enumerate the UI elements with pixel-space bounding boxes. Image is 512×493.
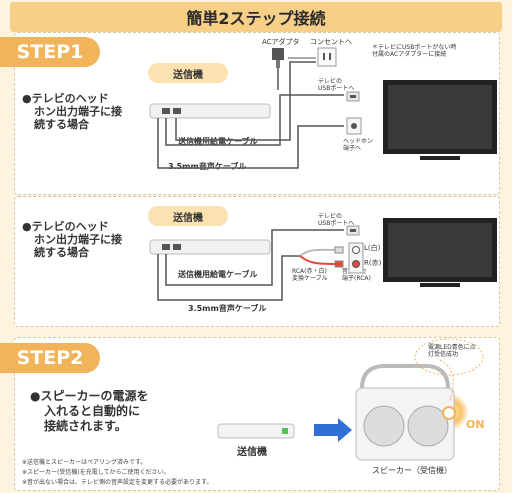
speaker-label: スピーカー（受信機） xyxy=(372,466,452,475)
outlet-label: コンセントへ xyxy=(310,38,352,46)
step1b-sender-pill: 送信機 xyxy=(148,206,228,226)
on-label: ON xyxy=(466,418,485,431)
l-white-label: L(白) xyxy=(364,244,381,252)
sender-device-3 xyxy=(217,423,295,439)
headphone-jack-1 xyxy=(346,117,362,135)
sender-device-2 xyxy=(149,239,271,255)
r-red-label: R(赤) xyxy=(364,259,382,267)
tv-2 xyxy=(383,218,497,287)
headphone-label: ヘッドホン端子へ xyxy=(343,138,374,152)
usb-port-1 xyxy=(346,91,360,102)
outlet-1 xyxy=(317,47,337,67)
step1b-audio-cable-label: 3.5mm音声ケーブル xyxy=(188,304,267,313)
speaker xyxy=(355,364,456,461)
usb-note: ＊テレビにUSBポートがない時付属のACアダプターに接続 xyxy=(372,44,457,58)
page-title: 簡単2ステップ接続 xyxy=(10,2,502,32)
step1-sender-pill: 送信機 xyxy=(148,63,228,83)
sender-label: 送信機 xyxy=(237,447,267,458)
step1-power-cable-label: 送信機用給電ケーブル xyxy=(178,137,258,146)
step1-badge: STEP1 xyxy=(0,37,100,67)
step1-audio-cable-label: 3.5mm音声ケーブル xyxy=(168,162,247,171)
step1b-power-cable-label: 送信機用給電ケーブル xyxy=(178,270,258,279)
notes: ※送信機とスピーカーはペアリング済みです。 ※スピーカー(受信機)を充電してから… xyxy=(22,459,213,486)
step1b-bullet: ●テレビのヘッド ホン出力端子に接 続する場合 xyxy=(22,220,122,259)
rca-jacks xyxy=(348,242,364,274)
sender-device-1 xyxy=(149,103,271,119)
ac-adapter-label: ACアダプタ xyxy=(262,38,300,46)
blue-arrow xyxy=(314,418,352,442)
step2-bullet: ●スピーカーの電源を 入れると自動的に 接続されます。 xyxy=(30,389,149,433)
rca-cable-label: RCA(赤・白)変換ケーブル xyxy=(292,268,328,282)
usb-port-2 xyxy=(346,225,360,236)
step2-badge: STEP2 xyxy=(0,343,100,373)
step1-bullet: ●テレビのヘッド ホン出力端子に接 続する場合 xyxy=(22,92,122,131)
ac-adapter-1 xyxy=(272,48,284,68)
tv-1 xyxy=(383,80,497,160)
led-note: 電源LED青色に点灯受信成功 xyxy=(428,344,476,358)
